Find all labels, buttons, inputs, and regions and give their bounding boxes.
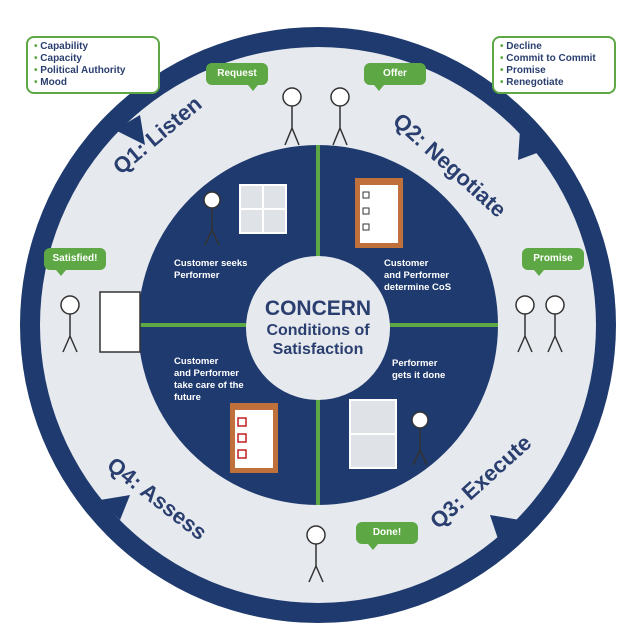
window-q1-icon [239, 184, 287, 234]
arrow-notch-se [490, 515, 520, 545]
list-item: Renegotiate [500, 77, 608, 89]
arrow-notch-ne [518, 130, 545, 160]
caption-line: gets it done [392, 370, 446, 381]
top-left-box: Capability Capacity Political Authority … [26, 36, 160, 94]
list-item: Capacity [34, 53, 152, 65]
clipboard-q4-icon [230, 403, 278, 473]
caption-line: Performer [174, 270, 220, 281]
done-bubble: Done! [356, 522, 418, 550]
caption-line: take care of the [174, 380, 244, 391]
caption-line: future [174, 392, 201, 403]
q2-caption: Customer and Performer determine CoS [384, 258, 451, 294]
clipboard-q2-icon [355, 178, 403, 248]
caption-line: Performer [392, 358, 438, 369]
promise-bubble: Promise [522, 248, 584, 276]
list-item: Promise [500, 65, 608, 77]
caption-line: determine CoS [384, 282, 452, 293]
caption-line: Customer [174, 356, 219, 367]
caption-line: and Performer [174, 368, 239, 379]
center-line-1: Conditions of [266, 322, 370, 339]
list-item: Commit to Commit [500, 53, 608, 65]
satisfied-bubble: Satisfied! [44, 248, 106, 276]
list-item: Decline [500, 41, 608, 53]
center-label: CONCERN Conditions of Satisfaction [246, 297, 390, 359]
stick-figures [60, 87, 565, 583]
arrow-notch-sw [100, 495, 130, 520]
concern-title: CONCERN [264, 297, 372, 320]
request-bubble: Request [206, 63, 268, 91]
top-right-box: Decline Commit to Commit Promise Renegot… [492, 36, 616, 94]
center-line-2: Satisfaction [272, 341, 364, 358]
q4-caption: Customer and Performer take care of the … [174, 356, 244, 404]
caption-line: and Performer [384, 270, 449, 281]
list-item: Political Authority [34, 65, 152, 77]
center-circle [246, 256, 390, 400]
offer-bubble: Offer [364, 63, 426, 91]
list-item: Mood [34, 77, 152, 89]
q3-caption: Performer gets it done [392, 358, 445, 382]
arrow-notch-nw [115, 115, 145, 145]
caption-line: Customer seeks [174, 258, 248, 269]
q1-caption: Customer seeks Performer [174, 258, 247, 282]
door-icon [99, 291, 141, 353]
caption-line: Customer [384, 258, 429, 269]
list-item: Capability [34, 41, 152, 53]
window-q3-icon [349, 399, 397, 469]
